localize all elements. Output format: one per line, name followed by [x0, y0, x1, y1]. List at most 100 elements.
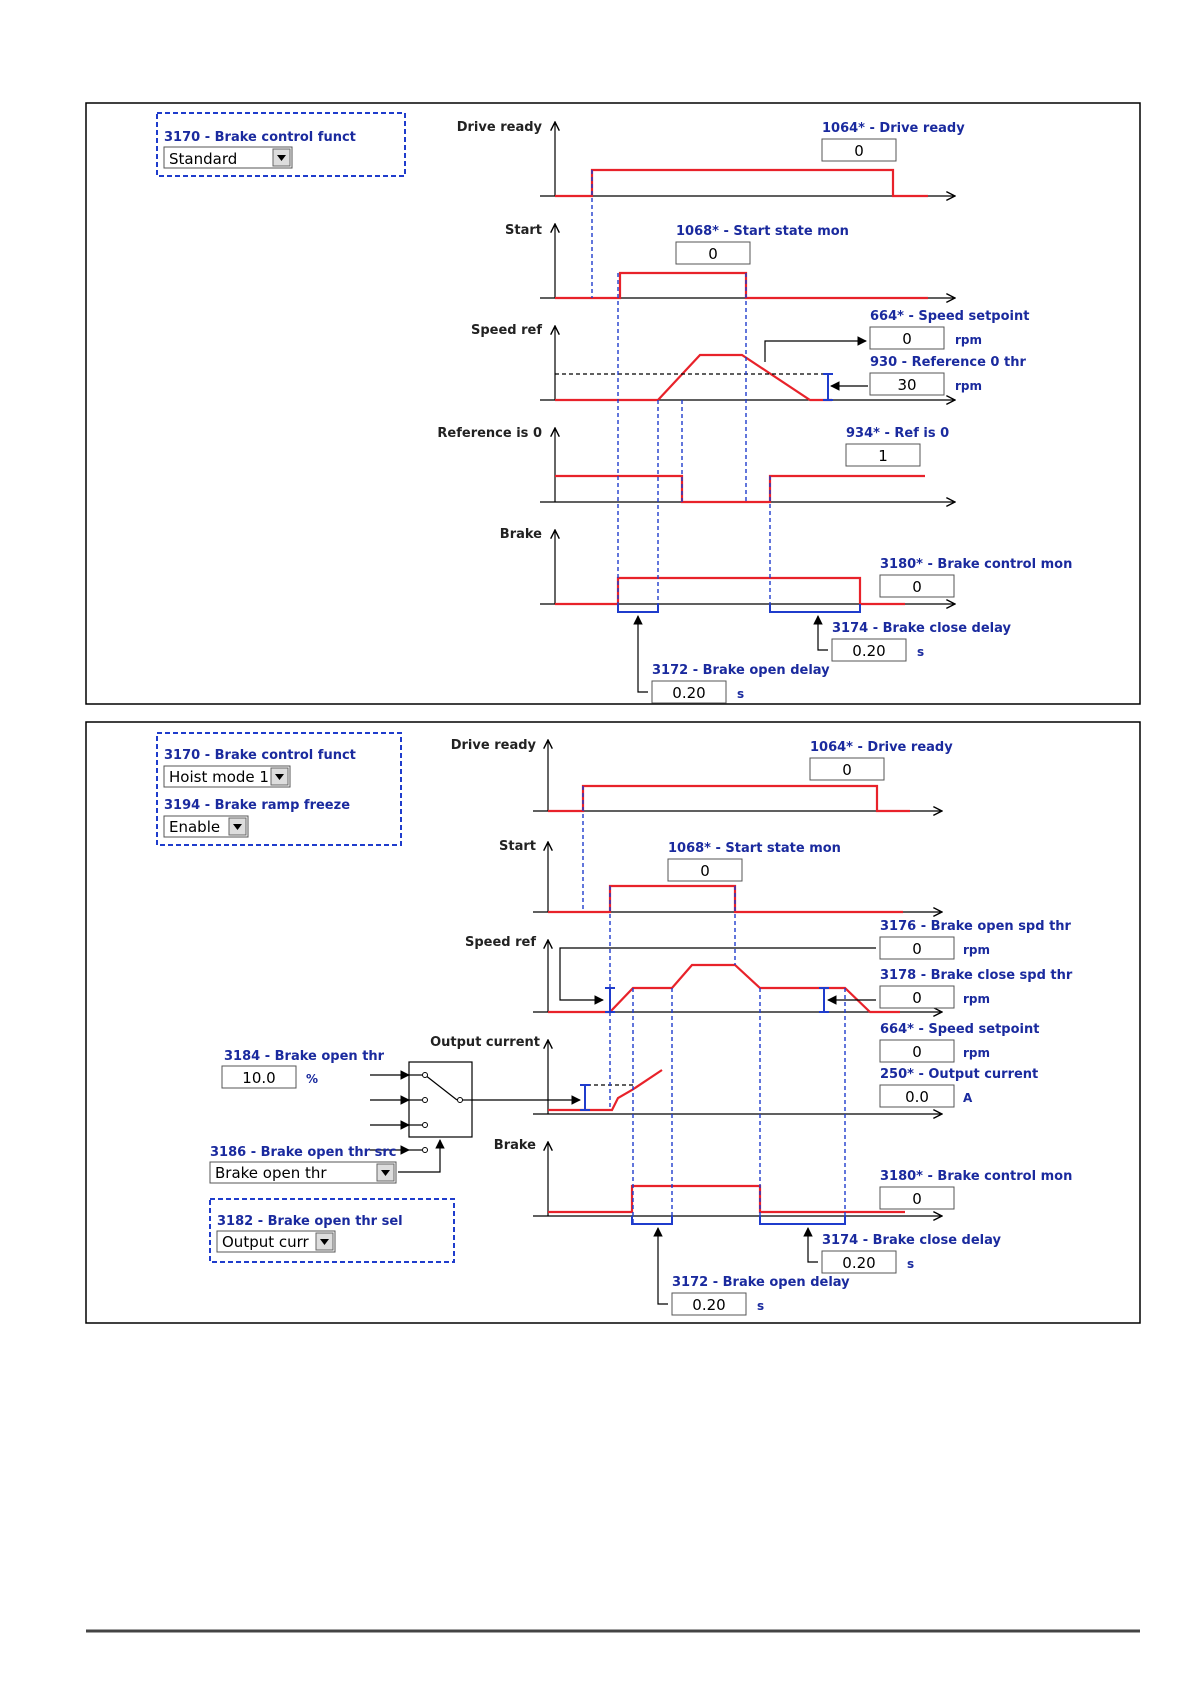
- p2-output-current-value: 0.0: [905, 1088, 929, 1106]
- p2-brake-open-thr-src-label: 3186 - Brake open thr src: [210, 1145, 396, 1160]
- p2-speed-ref-trace: [548, 963, 900, 1014]
- panel-hoist-mode: 3170 - Brake control funct Hoist mode 1 …: [85, 721, 1141, 1324]
- selection-frame-3: [209, 1198, 455, 1263]
- p1-ref0-thr-value: 30: [897, 376, 916, 394]
- p2-brake-open-spd-thr-value: 0: [912, 940, 922, 958]
- p2-speed-setpoint-unit: rpm: [963, 1046, 990, 1060]
- p1-brake-close-delay-field[interactable]: [831, 638, 907, 662]
- p1-ref0-thr-label: 930 - Reference 0 thr: [870, 355, 1026, 370]
- chevron-down-icon: [275, 774, 284, 780]
- chevron-down-icon: [381, 1170, 390, 1176]
- p1-brake-close-delay-arrow: [813, 615, 828, 651]
- p1-speed-setpoint-arrow: [764, 336, 867, 362]
- axis-speed-ref: Speed ref: [471, 323, 542, 338]
- p2-brake-control-funct-label: 3170 - Brake control funct: [164, 748, 356, 763]
- p1-speed-setpoint-value: 0: [902, 330, 912, 348]
- panel-1-frame: [85, 102, 1141, 705]
- p1-brake-close-delay-label: 3174 - Brake close delay: [832, 621, 1011, 636]
- p2-output-current-label: 250* - Output current: [880, 1067, 1038, 1082]
- brake-control-funct-value: Standard: [169, 150, 237, 168]
- p2-brake-close-delay-arrow: [803, 1227, 818, 1263]
- p1-brake-open-delay-unit: s: [737, 687, 744, 701]
- p2-brake-open-spd-thr-field[interactable]: [879, 936, 955, 960]
- p2-speed-setpoint-field[interactable]: [879, 1039, 955, 1063]
- panel-1-delay-brackets: [617, 373, 861, 613]
- selection-frame-2: [156, 732, 402, 846]
- p2-brake-open-thr-unit: %: [306, 1072, 318, 1086]
- p2-brake-ramp-freeze-label: 3194 - Brake ramp freeze: [164, 798, 350, 813]
- p2-brake-close-delay-field[interactable]: [821, 1250, 897, 1274]
- p2-drive-ready-label: 1064* - Drive ready: [810, 740, 953, 755]
- panel-2-signals: [548, 784, 910, 1214]
- p1-ref-is-0-field[interactable]: [845, 443, 921, 467]
- chevron-down-icon: [277, 155, 286, 161]
- p2-start-state-field[interactable]: [667, 858, 743, 882]
- p2-brake-open-spd-thr-arrow: [559, 947, 876, 1005]
- panel-standard: 3170 - Brake control funct Standard Driv…: [85, 102, 1141, 705]
- p2-brake-open-delay-unit: s: [757, 1299, 764, 1313]
- selection-frame: [156, 112, 406, 177]
- p2-output-current-field[interactable]: [879, 1084, 955, 1108]
- p1-brake-control-mon-field[interactable]: [879, 574, 955, 598]
- p1-drive-ready-field[interactable]: [821, 138, 897, 162]
- p2-output-current-unit: A: [963, 1091, 973, 1105]
- p1-ref-is-0-value: 1: [878, 447, 888, 465]
- p2-brake-close-spd-thr-unit: rpm: [963, 992, 990, 1006]
- p1-ref0-thr-field[interactable]: [869, 372, 945, 396]
- drive-ready-trace: [555, 168, 928, 198]
- p1-brake-close-delay-value: 0.20: [852, 642, 885, 660]
- p2-brake-close-delay-unit: s: [907, 1257, 914, 1271]
- p1-brake-open-delay-arrow: [633, 615, 648, 693]
- p1-ref-is-0-label: 934* - Ref is 0: [846, 426, 949, 441]
- brake-control-funct-group-2: 3170 - Brake control funct Hoist mode 1 …: [156, 732, 402, 846]
- p2-brake-trace: [548, 1184, 905, 1214]
- p1-start-state-value: 0: [708, 245, 718, 263]
- p2-brake-open-thr-sel-select[interactable]: Output curr: [216, 1230, 336, 1253]
- p2-brake-open-delay-label: 3172 - Brake open delay: [672, 1275, 850, 1290]
- p2-brake-control-mon-field[interactable]: [879, 1186, 955, 1210]
- p2-brake-open-thr-field[interactable]: [221, 1065, 297, 1089]
- start-trace: [555, 271, 928, 300]
- p2-brake-open-thr-label: 3184 - Brake open thr: [224, 1049, 385, 1064]
- p2-brake-ramp-freeze-select[interactable]: Enable: [163, 815, 249, 838]
- p2-brake-open-thr-src-select[interactable]: Brake open thr: [209, 1161, 397, 1184]
- ref-is-0-trace: [555, 474, 925, 504]
- p1-start-state-field[interactable]: [675, 241, 751, 265]
- p1-brake-open-delay-field[interactable]: [651, 680, 727, 704]
- p1-drive-ready-value: 0: [854, 142, 864, 160]
- panel-1-signals: [555, 168, 928, 606]
- p2-brake-open-thr-value: 10.0: [242, 1069, 275, 1087]
- p1-ref0-thr-unit: rpm: [955, 379, 982, 393]
- p2-brake-control-funct-select[interactable]: Hoist mode 1: [163, 765, 291, 788]
- p2-axis-output-current: Output current: [430, 1035, 540, 1050]
- p2-brake-close-spd-thr-value: 0: [912, 989, 922, 1007]
- p2-start-state-label: 1068* - Start state mon: [668, 841, 841, 856]
- p2-output-current-trace: [548, 1069, 663, 1112]
- p2-drive-ready-field[interactable]: [809, 757, 885, 781]
- p2-brake-close-delay-label: 3174 - Brake close delay: [822, 1233, 1001, 1248]
- p2-brake-close-spd-thr-field[interactable]: [879, 985, 955, 1009]
- threshold-source-switch: [370, 1061, 581, 1153]
- p2-brake-open-thr-src-value: Brake open thr: [215, 1164, 327, 1182]
- p2-brake-open-thr-sel-value: Output curr: [222, 1233, 310, 1251]
- p2-speed-setpoint-label: 664* - Speed setpoint: [880, 1022, 1039, 1037]
- panel-2-delay-brackets: [580, 987, 846, 1225]
- brake-control-funct-label: 3170 - Brake control funct: [164, 130, 356, 145]
- brake-trace: [555, 576, 905, 606]
- p2-brake-open-delay-field[interactable]: [671, 1292, 747, 1316]
- p2-axis-start: Start: [499, 839, 536, 854]
- p2-brake-ramp-freeze-value: Enable: [169, 818, 220, 836]
- axis-drive-ready: Drive ready: [457, 120, 543, 135]
- p1-speed-setpoint-label: 664* - Speed setpoint: [870, 309, 1029, 324]
- p2-brake-open-spd-thr-label: 3176 - Brake open spd thr: [880, 919, 1072, 934]
- p2-brake-close-delay-value: 0.20: [842, 1254, 875, 1272]
- brake-control-funct-group: 3170 - Brake control funct Standard: [156, 112, 406, 177]
- p2-axis-speed-ref: Speed ref: [465, 935, 536, 950]
- brake-control-funct-select[interactable]: Standard: [163, 146, 293, 169]
- p2-brake-open-thr-sel-label: 3182 - Brake open thr sel: [217, 1214, 403, 1229]
- p1-speed-setpoint-field[interactable]: [869, 326, 945, 350]
- p1-brake-control-mon-value: 0: [912, 578, 922, 596]
- p2-brake-control-mon-label: 3180* - Brake control mon: [880, 1169, 1072, 1184]
- p2-brake-open-delay-value: 0.20: [692, 1296, 725, 1314]
